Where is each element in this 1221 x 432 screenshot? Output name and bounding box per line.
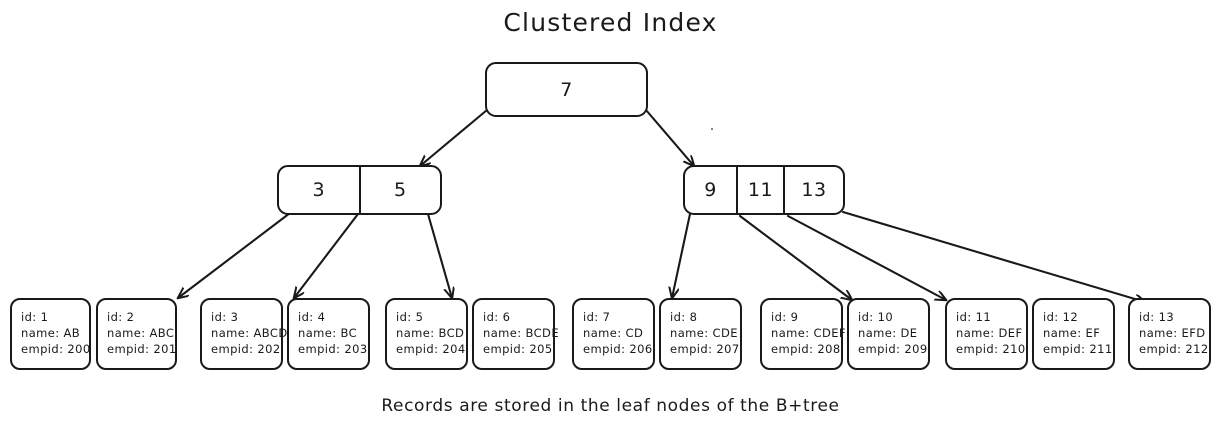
leaf-node-6[interactable]: id: 6 name: BCDE empid: 205 xyxy=(472,298,559,370)
leaf-3-id: id: 3 xyxy=(211,310,239,324)
leaf-7-id: id: 7 xyxy=(583,310,611,324)
leaf-12-name: name: EF xyxy=(1043,326,1101,340)
edge-right-internal-to-leaf-8 xyxy=(672,212,692,298)
leaf-9-empid: empid: 208 xyxy=(771,342,841,356)
leaf-node-3[interactable]: id: 3 name: ABCD empid: 202 xyxy=(200,298,288,370)
leaf-12-empid: empid: 211 xyxy=(1043,342,1113,356)
leaf-4-name: name: BC xyxy=(298,326,358,340)
leaf-4-id: id: 4 xyxy=(298,310,326,324)
leaf-3-empid: empid: 202 xyxy=(211,342,281,356)
leaf-13-empid: empid: 212 xyxy=(1139,342,1209,356)
leaf-8-empid: empid: 207 xyxy=(670,342,740,356)
leaf-node-10[interactable]: id: 10 name: DE empid: 209 xyxy=(847,298,930,370)
leaf-10-id: id: 10 xyxy=(858,310,894,324)
leaf-5-id: id: 5 xyxy=(396,310,424,324)
edge-right-internal-to-leaf-13 xyxy=(841,210,1145,302)
leaf-2-empid: empid: 201 xyxy=(107,342,177,356)
left-internal-key-1: 5 xyxy=(358,167,441,213)
leaf-5-name: name: BCD xyxy=(396,326,465,340)
leaf-node-2[interactable]: id: 2 name: ABC empid: 201 xyxy=(96,298,177,370)
leaf-node-11[interactable]: id: 11 name: DEF empid: 210 xyxy=(945,298,1028,370)
root-node-key-0: 7 xyxy=(560,78,573,101)
right-internal-key-0: 9 xyxy=(704,179,717,201)
leaf-node-8[interactable]: id: 8 name: CDE empid: 207 xyxy=(659,298,742,370)
leaf-1-id: id: 1 xyxy=(21,310,49,324)
leaf-node-4[interactable]: id: 4 name: BC empid: 203 xyxy=(287,298,370,370)
leaf-8-id: id: 8 xyxy=(670,310,698,324)
leaf-12-id: id: 12 xyxy=(1043,310,1079,324)
leaf-node-9[interactable]: id: 9 name: CDEF empid: 208 xyxy=(760,298,846,370)
edge-root-to-right-internal xyxy=(644,108,694,166)
leaf-11-id: id: 11 xyxy=(956,310,992,324)
leaf-6-id: id: 6 xyxy=(483,310,511,324)
edge-left-internal-to-leaf-5 xyxy=(426,212,452,298)
leaf-11-empid: empid: 210 xyxy=(956,342,1026,356)
leaf-4-empid: empid: 203 xyxy=(298,342,368,356)
edge-right-internal-to-leaf-11 xyxy=(786,214,946,300)
edge-right-internal-to-leaf-10 xyxy=(738,214,852,300)
leaf-node-12[interactable]: id: 12 name: EF empid: 211 xyxy=(1032,298,1115,370)
leaf-1-name: name: AB xyxy=(21,326,81,340)
edge-left-internal-to-leaf-2 xyxy=(178,211,292,298)
leaf-node-7[interactable]: id: 7 name: CD empid: 206 xyxy=(572,298,655,370)
leaf-13-id: id: 13 xyxy=(1139,310,1175,324)
leaf-node-13[interactable]: id: 13 name: EFD empid: 212 xyxy=(1128,298,1211,370)
right-internal-key-1: 11 xyxy=(736,167,783,213)
diagram-caption: Records are stored in the leaf nodes of … xyxy=(381,396,840,416)
leaf-8-name: name: CDE xyxy=(670,326,738,340)
edge-root-to-left-internal xyxy=(420,108,489,166)
leaf-5-empid: empid: 204 xyxy=(396,342,466,356)
diagram-title: Clustered Index xyxy=(503,8,718,37)
stray-dot xyxy=(711,128,713,130)
leaf-node-5[interactable]: id: 5 name: BCD empid: 204 xyxy=(385,298,468,370)
leaf-6-name: name: BCDE xyxy=(483,326,559,340)
right-internal-node[interactable]: 9 11 13 xyxy=(683,165,845,215)
leaf-9-id: id: 9 xyxy=(771,310,799,324)
left-internal-node[interactable]: 3 5 xyxy=(277,165,442,215)
leaf-7-name: name: CD xyxy=(583,326,644,340)
leaf-2-name: name: ABC xyxy=(107,326,175,340)
leaf-11-name: name: DEF xyxy=(956,326,1023,340)
leaf-1-empid: empid: 200 xyxy=(21,342,91,356)
leaf-13-name: name: EFD xyxy=(1139,326,1206,340)
leaf-2-id: id: 2 xyxy=(107,310,135,324)
leaf-7-empid: empid: 206 xyxy=(583,342,653,356)
leaf-9-name: name: CDEF xyxy=(771,326,846,340)
leaf-6-empid: empid: 205 xyxy=(483,342,553,356)
right-internal-key-2: 13 xyxy=(783,167,843,213)
edge-left-internal-to-leaf-4 xyxy=(294,212,360,298)
leaf-node-1[interactable]: id: 1 name: AB empid: 200 xyxy=(10,298,91,370)
left-internal-key-0: 3 xyxy=(312,179,326,201)
root-node[interactable]: 7 xyxy=(485,62,648,117)
leaf-10-name: name: DE xyxy=(858,326,918,340)
leaf-3-name: name: ABCD xyxy=(211,326,288,340)
leaf-10-empid: empid: 209 xyxy=(858,342,928,356)
